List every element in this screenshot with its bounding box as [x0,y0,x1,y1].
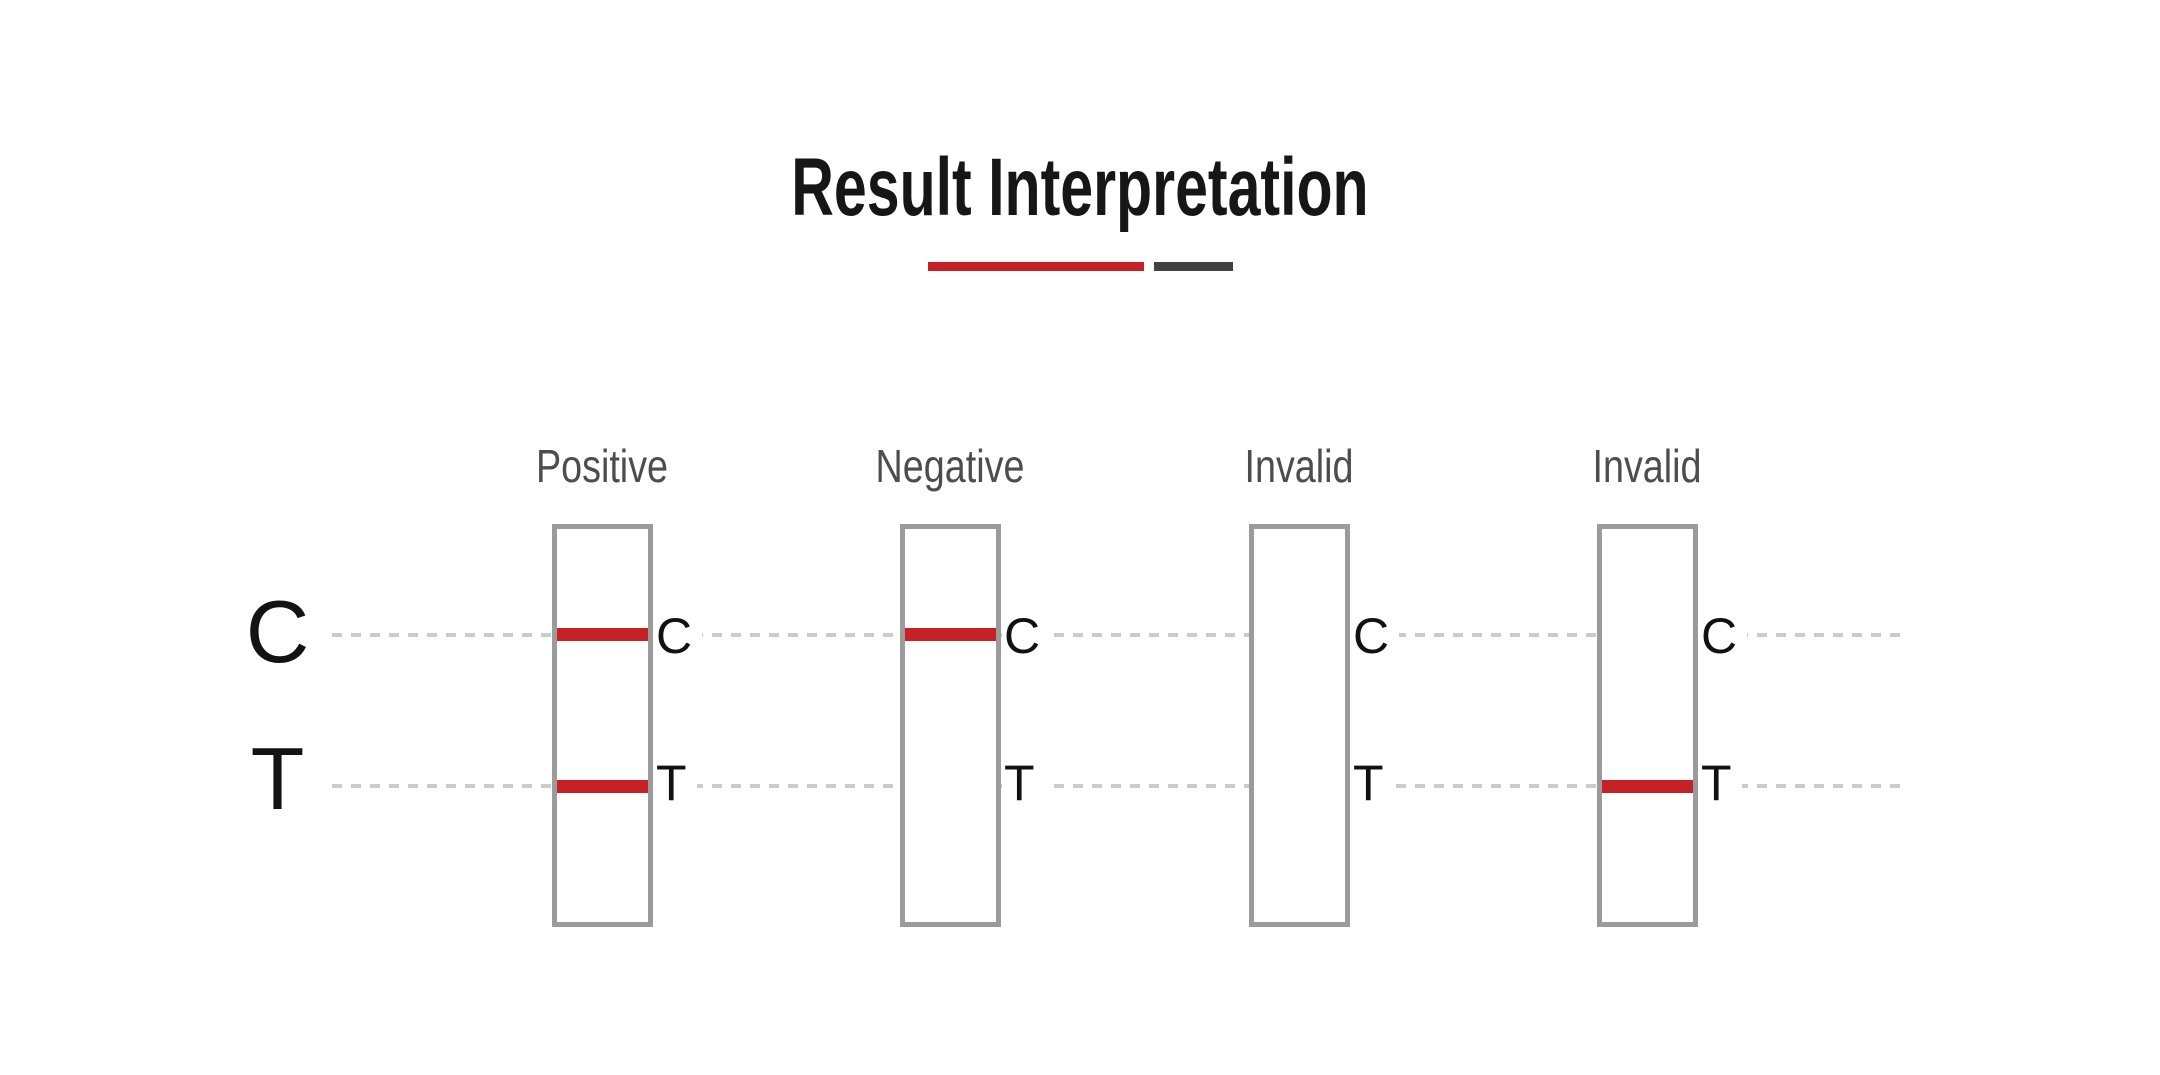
control-mark: C [1699,610,1748,662]
test-dashed-line [332,784,1907,788]
test-mark: T [1351,757,1394,809]
test-band [557,780,648,793]
control-mark: C [1351,610,1400,662]
control-band [557,628,648,641]
test-mark: T [1002,757,1045,809]
test-strip-invalid-1 [1249,524,1350,927]
strip-label-negative: Negative [875,440,1025,492]
page-title: Result Interpretation [791,142,1369,233]
strip-label-invalid-2: Invalid [1592,440,1702,492]
test-row-label: T [250,729,305,828]
test-strip-invalid-2 [1597,524,1698,927]
control-mark: C [1002,610,1051,662]
test-strip-positive [552,524,653,927]
control-row-label: C [245,582,310,681]
divider-dark-bar [1153,262,1233,271]
title-row: Result Interpretation [0,142,2160,234]
control-mark: C [654,610,703,662]
control-band [905,628,996,641]
test-mark: T [1699,757,1742,809]
test-band [1602,780,1693,793]
strip-label-invalid-1: Invalid [1244,440,1354,492]
control-dashed-line [332,633,1907,637]
test-strip-negative [900,524,1001,927]
title-divider [0,262,2160,271]
test-mark: T [654,757,697,809]
strip-label-positive: Positive [535,440,669,492]
divider-red-bar [927,262,1144,271]
